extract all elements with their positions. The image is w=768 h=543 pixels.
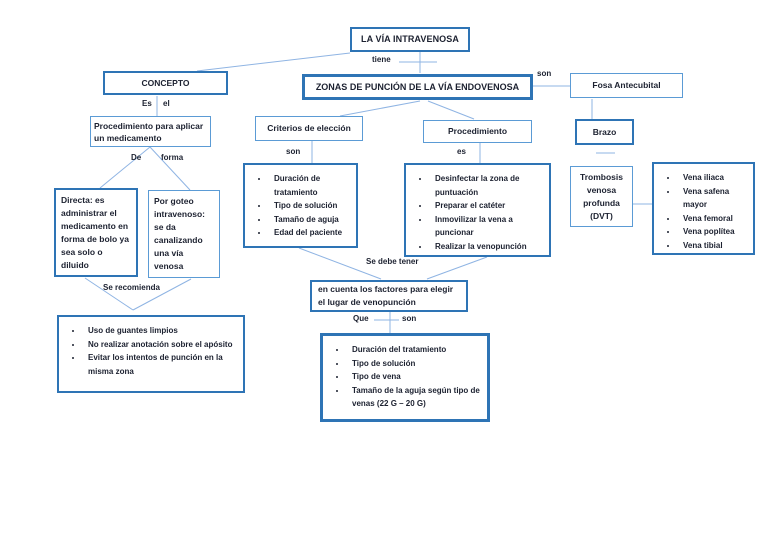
por-goteo-label: Por goteo intravenoso: se da canalizando… (154, 196, 206, 271)
line-directa-to-recomendaciones (84, 277, 134, 311)
procedimiento-pasos-list-box: Desinfectar la zona de puntuaciónPrepara… (404, 163, 551, 257)
label-de: De (131, 153, 142, 162)
list-item: Duración de tratamiento (269, 172, 352, 199)
line-goteo-to-recomendaciones (132, 278, 192, 311)
factores-list: Duración del tratamientoTipo de solución… (323, 336, 487, 413)
list-item: Realizar la venopunción (430, 240, 545, 254)
procedimiento-box: Procedimiento (423, 120, 532, 143)
list-item: Tamaño de aguja (269, 213, 352, 227)
list-item: Preparar el catéter (430, 199, 545, 213)
fosa-antecubital-box: Fosa Antecubital (570, 73, 683, 98)
procedimiento-aplicar-label: Procedimiento para aplicar un medicament… (94, 120, 204, 143)
line-zonas-to-criterios (339, 100, 421, 117)
label-son-criterios: son (286, 147, 301, 156)
factores-list-box: Duración del tratamientoTipo de solución… (320, 333, 490, 422)
label-se-debe-tener: Se debe tener (366, 257, 419, 266)
label-se-recomienda: Se recomienda (103, 283, 160, 292)
directa-box: Directa: es administrar el medicamento e… (54, 188, 138, 277)
diagram-title: LA VÍA INTRAVENOSA (361, 34, 459, 44)
trombosis-box: Trombosis venosa profunda (DVT) (570, 166, 633, 227)
list-item: Duración del tratamiento (347, 343, 483, 357)
factores-intro-label: en cuenta los factores para elegir el lu… (318, 284, 454, 307)
concepto-box: CONCEPTO (103, 71, 228, 95)
label-forma: forma (161, 153, 184, 162)
list-item: Evitar los intentos de punción en la mis… (83, 351, 239, 378)
list-item: Vena safena mayor (678, 185, 749, 212)
line-title-to-concepto (196, 52, 351, 72)
factores-intro-box: en cuenta los factores para elegir el lu… (310, 280, 468, 312)
recomendaciones-list: Uso de guantes limpiosNo realizar anotac… (59, 317, 243, 380)
label-es-procedimiento: es (457, 147, 466, 156)
list-item: Tipo de solución (269, 199, 352, 213)
list-item: Desinfectar la zona de puntuación (430, 172, 545, 199)
label-tiene: tiene (372, 55, 391, 64)
criterios-eleccion-box: Criterios de elección (255, 116, 363, 141)
label-es: Es (142, 99, 152, 108)
list-item: Inmovilizar la vena a puncionar (430, 213, 545, 240)
concepto-label: CONCEPTO (141, 77, 190, 88)
list-item: Edad del paciente (269, 226, 352, 240)
list-item: No realizar anotación sobre el apósito (83, 338, 239, 352)
label-el: el (163, 99, 170, 108)
zonas-box: ZONAS DE PUNCIÓN DE LA VÍA ENDOVENOSA (302, 74, 533, 100)
venas-list-box: Vena iliacaVena safena mayorVena femoral… (652, 162, 755, 255)
fosa-antecubital-label: Fosa Antecubital (592, 80, 661, 90)
venas-list: Vena iliacaVena safena mayorVena femoral… (654, 164, 753, 254)
list-item: Vena femoral (678, 212, 749, 226)
list-item: Uso de guantes limpios (83, 324, 239, 338)
title-box: LA VÍA INTRAVENOSA (350, 27, 470, 52)
label-son-top: son (537, 69, 552, 78)
brazo-box: Brazo (575, 119, 634, 145)
line-criterios-list-to-factores-intro (298, 247, 382, 280)
trombosis-label: Trombosis venosa profunda (DVT) (580, 171, 623, 221)
label-que: Que (353, 314, 369, 323)
list-item: Tamaño de la aguja según tipo de venas (… (347, 384, 483, 411)
list-item: Tipo de vena (347, 370, 483, 384)
list-item: Tipo de solución (347, 357, 483, 371)
procedimiento-label: Procedimiento (447, 126, 508, 136)
list-item: Vena poplítea (678, 225, 749, 239)
zonas-label: ZONAS DE PUNCIÓN DE LA VÍA ENDOVENOSA (315, 81, 520, 92)
criterios-list: Duración de tratamientoTipo de soluciónT… (245, 165, 356, 242)
list-item: Vena iliaca (678, 171, 749, 185)
line-to-goteo (149, 146, 191, 191)
criterios-list-box: Duración de tratamientoTipo de soluciónT… (243, 163, 358, 248)
line-zonas-to-procedimiento (427, 100, 475, 120)
criterios-eleccion-label: Criterios de elección (267, 123, 351, 133)
recomendaciones-list-box: Uso de guantes limpiosNo realizar anotac… (57, 315, 245, 393)
procedimiento-aplicar-box: Procedimiento para aplicar un medicament… (90, 116, 211, 147)
directa-label: Directa: es administrar el medicamento e… (61, 195, 130, 270)
line-procedimiento-list-to-factores-intro (426, 256, 488, 280)
list-item: Vena tibial (678, 239, 749, 253)
line-to-directa (99, 146, 151, 189)
label-son-bottom: son (402, 314, 417, 323)
por-goteo-box: Por goteo intravenoso: se da canalizando… (148, 190, 220, 278)
brazo-label: Brazo (592, 126, 617, 137)
procedimiento-pasos-list: Desinfectar la zona de puntuaciónPrepara… (406, 165, 549, 255)
